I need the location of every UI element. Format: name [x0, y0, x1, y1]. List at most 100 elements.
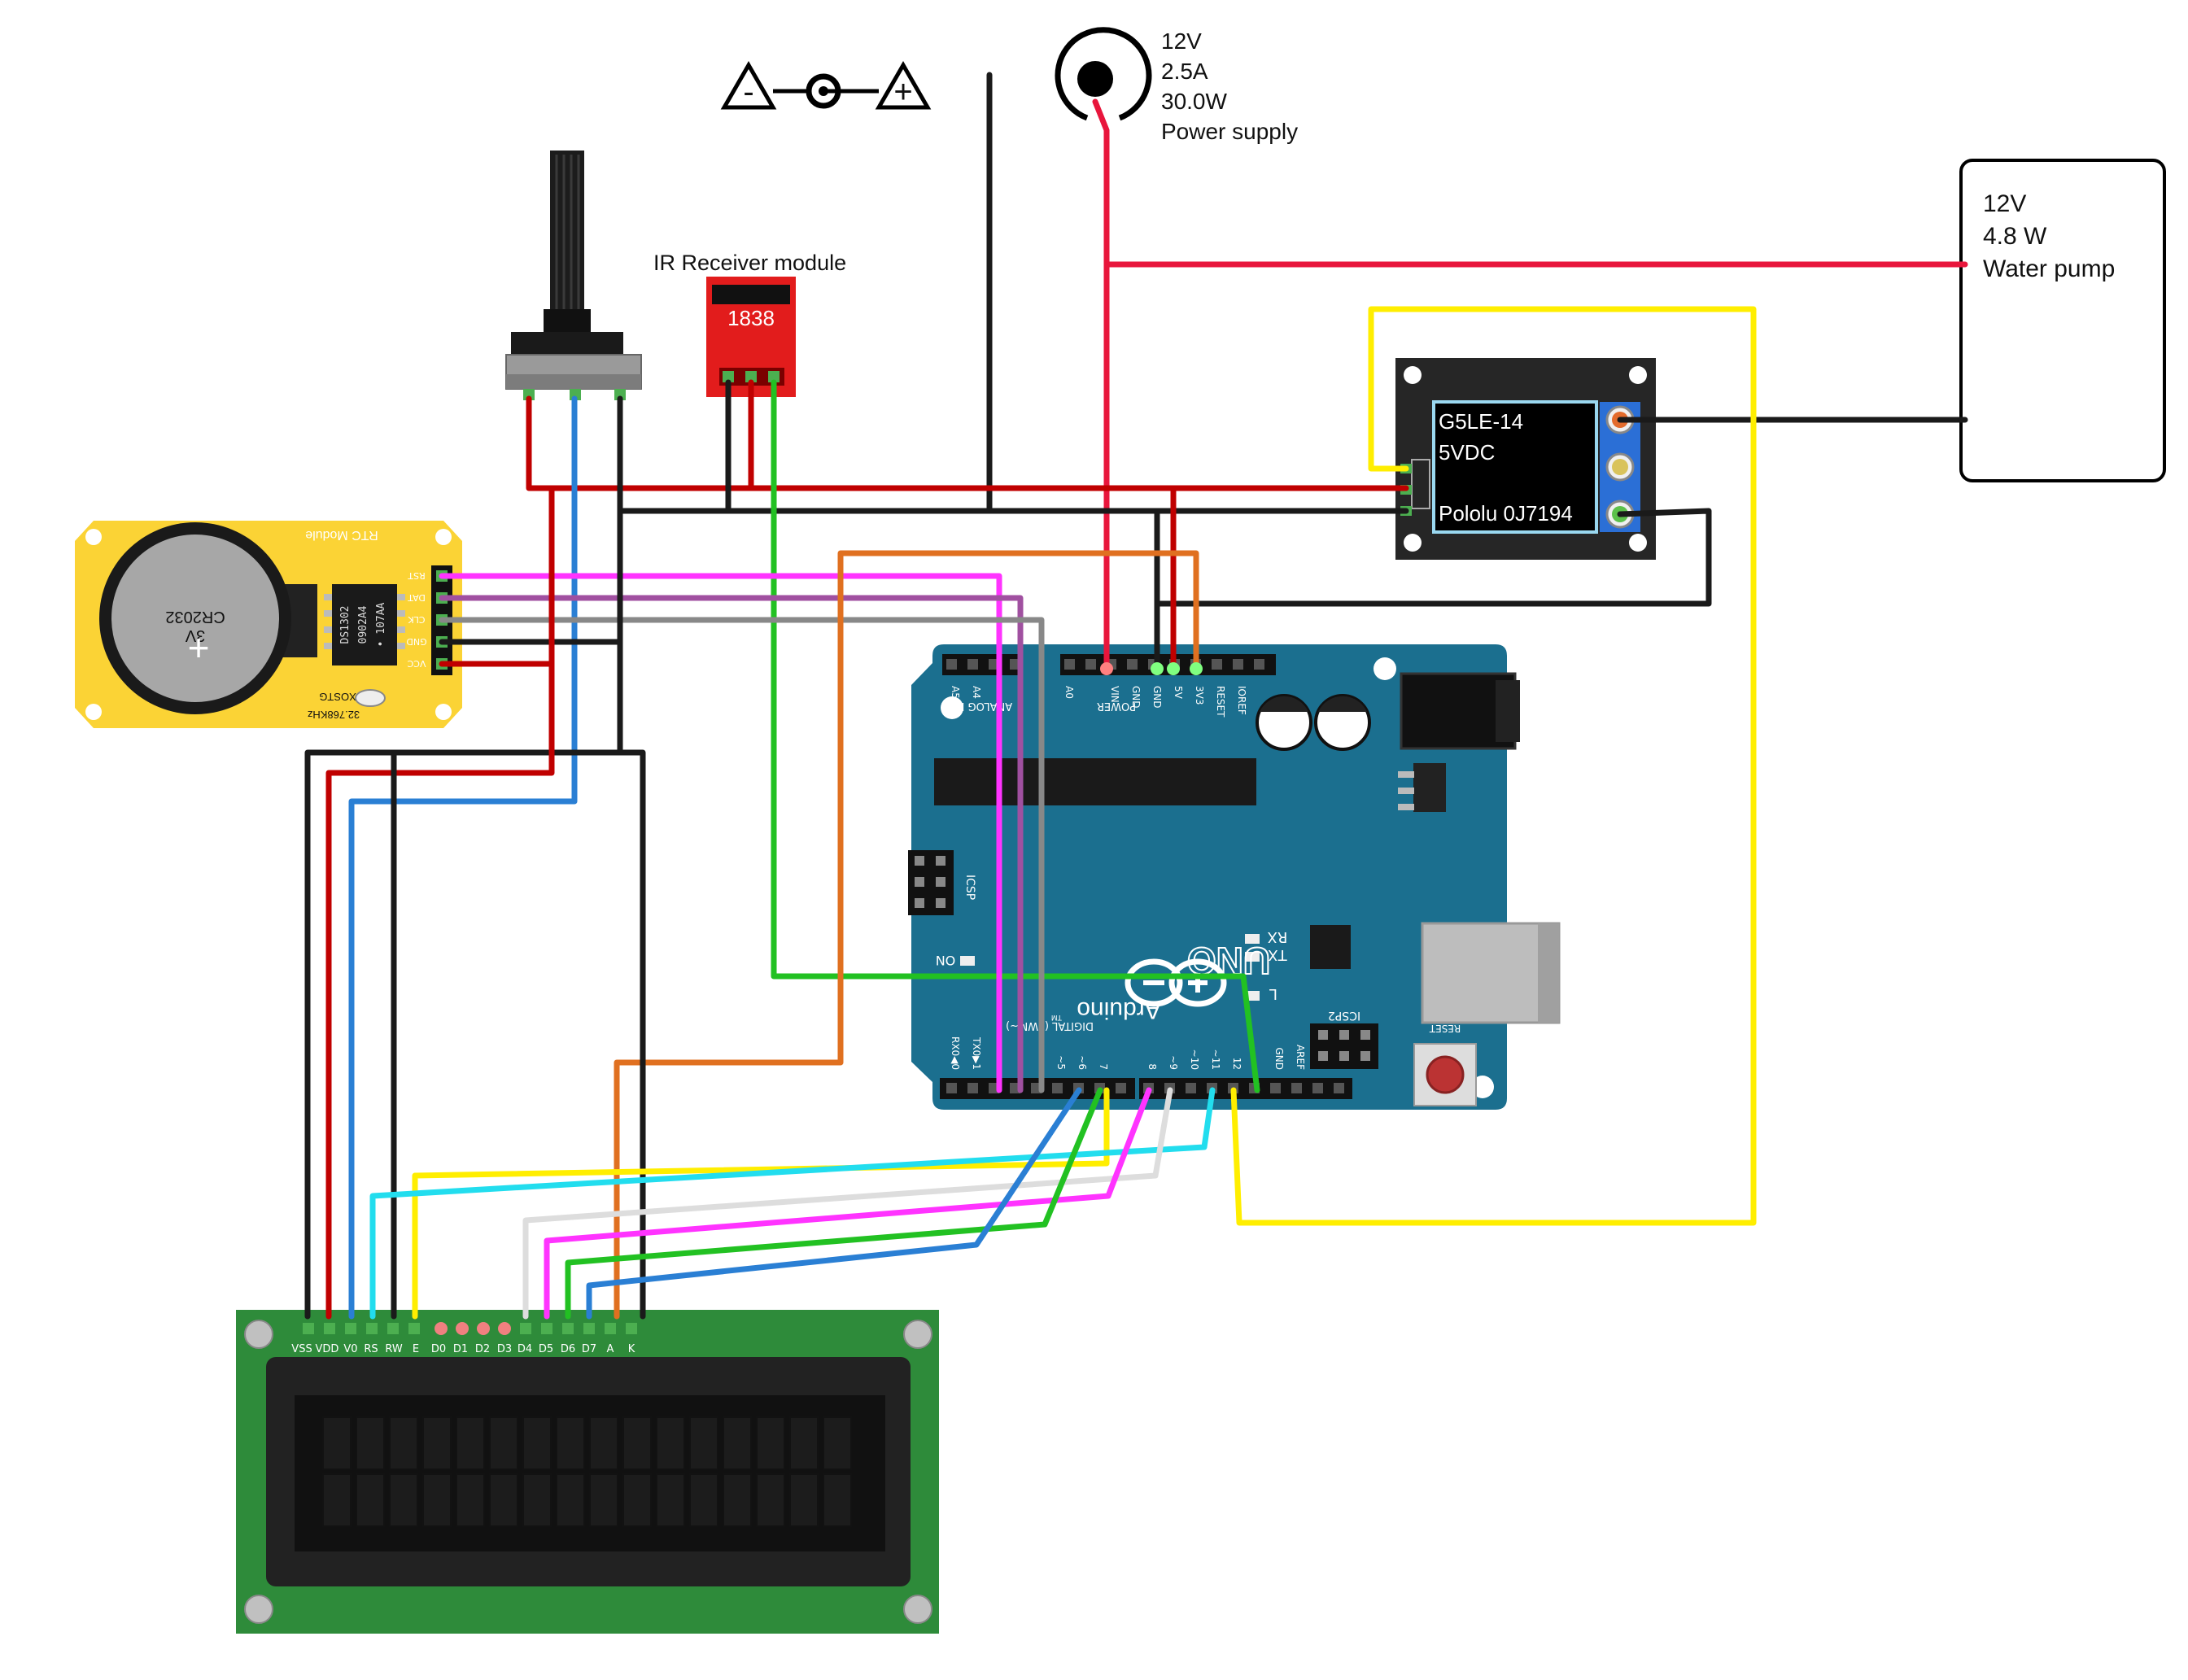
lcd-pin-d0: D0 [431, 1343, 446, 1355]
polarity-minus: - [743, 74, 753, 110]
relay-module: G5LE-14 5VDC Pololu 0J7194 [1395, 358, 1656, 560]
wire-lcd-vdd [325, 661, 555, 1320]
arduino-pin-vin: VIN [1109, 686, 1120, 703]
wire-lcd-rs [369, 1087, 1216, 1320]
wire-lcd-d7 [586, 1087, 1082, 1320]
lcd-pin-rs: RS [364, 1343, 378, 1355]
wire-rtc-clk [439, 617, 1045, 1093]
relay-model: G5LE-14 [1439, 409, 1523, 434]
wire-pot-vcc [526, 395, 1409, 491]
arduino-pin-a4: A4 [971, 686, 982, 699]
rtc-battery-model: CR2032 [165, 608, 225, 626]
lcd-pin-a: A [607, 1343, 614, 1355]
lcd-pin-k: K [628, 1343, 635, 1355]
rtc-title: RTC Module [305, 528, 378, 542]
ir-chip-label: 1838 [727, 306, 775, 330]
arduino-tm: TM [1051, 1014, 1062, 1022]
rtc-pin-vcc: VCC [407, 658, 426, 669]
arduino-pin-d0: RX0◀0 [950, 1036, 961, 1070]
arduino-uno: ICSP ICSP2 RESET RX TX L ON Arduino TM U… [908, 644, 1561, 1110]
lcd-character-grid [322, 1416, 852, 1527]
wire-relay-signal [1230, 306, 1757, 1226]
lcd-pin-rw: RW [385, 1343, 403, 1355]
power-supply-current: 2.5A [1161, 59, 1208, 84]
ir-receiver-title: IR Receiver module [653, 251, 846, 275]
arduino-pin-gnd-3: GND [1273, 1047, 1285, 1070]
arduino-analog-in: ANALOG IN [954, 700, 1012, 712]
arduino-icsp2-label: ICSP2 [1328, 1009, 1360, 1022]
rtc-chip-line-3: • 107AA [375, 602, 387, 647]
dc-polarity-symbol: - + [720, 60, 932, 110]
wire-ir-signal [771, 379, 1260, 1093]
arduino-pin-d7: 7 [1098, 1063, 1109, 1070]
wire-rtc-rst [439, 573, 1002, 1093]
wire-3v3-lcd-a [614, 550, 1199, 1320]
wire-supply-12v [1092, 98, 1110, 672]
arduino-power-label: POWER [1097, 700, 1136, 712]
arduino-pin-a5: A5 [950, 686, 961, 699]
wire-lcd-vss [304, 749, 646, 1320]
wire-lcd-d5 [544, 1087, 1152, 1320]
rtc-pin-gnd: GND [406, 636, 426, 647]
wire-lcd-e [412, 1087, 1110, 1320]
power-supply-voltage: 12V [1161, 28, 1202, 54]
arduino-pin-5v: 5V [1173, 686, 1184, 700]
arduino-led-on: ON [936, 953, 956, 968]
rtc-module: CR2032 3V + DS1302 0902A4 • 107AA XOSTG … [75, 521, 462, 728]
lcd-pin-d7: D7 [582, 1343, 596, 1355]
power-supply-label: Power supply [1161, 119, 1298, 144]
wires [304, 72, 1968, 1320]
rtc-chip-line-1: DS1302 [339, 606, 352, 644]
potentiometer [505, 151, 642, 400]
arduino-pin-d1: TX0▶1 [971, 1036, 982, 1070]
arduino-led-rx: RX [1268, 928, 1288, 945]
rtc-battery-voltage: 3V [185, 626, 205, 644]
lcd-pin-d3: D3 [497, 1343, 512, 1355]
lcd-pin-vdd: VDD [316, 1343, 339, 1355]
rtc-crystal-freq: 32.768KHz [308, 709, 360, 721]
relay-part: Pololu 0J7194 [1439, 501, 1573, 526]
pump-label: Water pump [1983, 255, 2115, 282]
arduino-pin-d5: ~5 [1055, 1055, 1067, 1070]
arduino-pin-d10: ~10 [1189, 1049, 1200, 1070]
arduino-pin-d8: 8 [1146, 1063, 1158, 1070]
arduino-pin-d11: ~11 [1210, 1049, 1221, 1070]
arduino-reset-label: RESET [1429, 1023, 1461, 1034]
arduino-pin-a0: A0 [1063, 686, 1075, 699]
arduino-pin-gnd-2: GND [1151, 686, 1163, 709]
arduino-icsp-label: ICSP [963, 875, 976, 900]
lcd-pin-v0: V0 [343, 1343, 357, 1355]
arduino-digital-label: DIGITAL (PWM~) [1006, 1019, 1094, 1032]
arduino-led-l: L [1269, 985, 1277, 1002]
lcd-pin-d1: D1 [453, 1343, 468, 1355]
polarity-plus: + [893, 74, 912, 110]
rtc-crystal: XOSTG [319, 691, 356, 703]
rtc-pin-dat: DAT [408, 592, 426, 603]
rtc-chip-line-2: 0902A4 [357, 605, 369, 644]
wire-rtc-dat [439, 595, 1024, 1093]
arduino-pin-ioref: IOREF [1236, 686, 1247, 715]
rtc-pin-rst: RST [408, 570, 426, 581]
arduino-pin-gnd-1: GND [1130, 686, 1142, 709]
arduino-pin-d6: ~6 [1077, 1055, 1088, 1070]
rtc-battery-plus: + [188, 626, 210, 669]
lcd-pin-vss: VSS [291, 1343, 312, 1355]
water-pump: 12V 4.8 W Water pump [1959, 159, 2166, 482]
lcd-pin-d5: D5 [539, 1343, 553, 1355]
arduino-pin-3v3: 3V3 [1194, 686, 1205, 705]
pump-voltage: 12V [1983, 190, 2026, 217]
arduino-pin-aref: AREF [1295, 1045, 1306, 1070]
lcd-pin-d6: D6 [561, 1343, 575, 1355]
wire-lcd-d4 [522, 1087, 1173, 1320]
wire-lcd-d6 [565, 1087, 1103, 1320]
arduino-pin-d12: 12 [1231, 1058, 1242, 1070]
relay-voltage: 5VDC [1439, 440, 1495, 465]
wire-end-markers [1100, 662, 1203, 675]
lcd-16x2: VSS VDD V0 RS RW E D0 D1 D2 D3 D4 D5 D6 … [236, 1310, 939, 1634]
rtc-pin-clk: CLK [408, 614, 426, 625]
lcd-pin-e: E [413, 1343, 419, 1355]
wire-pot-gnd [617, 395, 1409, 514]
arduino-led-tx: TX [1268, 946, 1287, 963]
lcd-pin-d4: D4 [518, 1343, 532, 1355]
